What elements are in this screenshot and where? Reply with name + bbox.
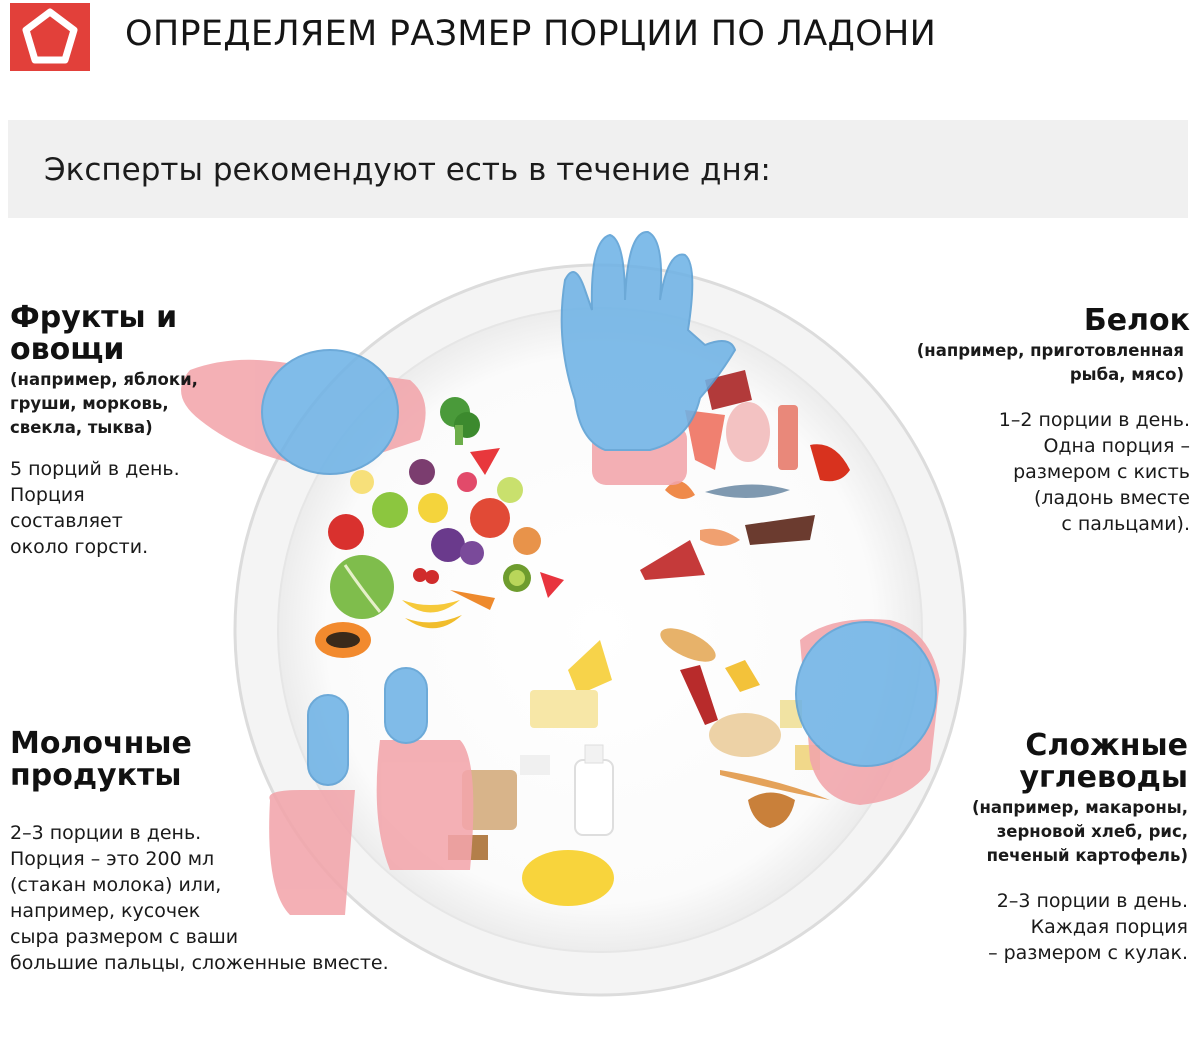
- section-dairy: Молочные продукты 2–3 порции в день. Пор…: [10, 728, 450, 976]
- salmon: [685, 410, 725, 470]
- fist-icon: [795, 619, 940, 805]
- meat: [640, 540, 705, 580]
- watermelon: [470, 448, 500, 475]
- chicken: [726, 402, 770, 462]
- baguette: [720, 770, 830, 800]
- bacon: [778, 405, 798, 470]
- banner-text: Эксперты рекомендуют есть в течение дня:: [44, 152, 771, 188]
- carbs-title: Сложные углеводы: [1019, 728, 1188, 795]
- tomato: [328, 514, 364, 550]
- strawberry: [540, 572, 564, 598]
- bread: [709, 713, 781, 757]
- fruits-text: 5 порций в день. Порция составляет около…: [10, 458, 180, 558]
- carbs-text: 2–3 порции в день. Каждая порция – разме…: [988, 890, 1188, 964]
- protein-text: 1–2 порции в день. Одна порция – размеро…: [998, 409, 1190, 535]
- section-carbs: Сложные углеводы (например, макароны, зе…: [900, 730, 1188, 966]
- cheese-wedge: [568, 640, 612, 695]
- yogurt: [520, 755, 550, 775]
- eggs-box: [462, 770, 517, 830]
- pear: [350, 470, 374, 494]
- dairy-text: 2–3 порции в день. Порция – это 200 мл (…: [10, 822, 389, 974]
- shrimp: [665, 481, 695, 499]
- dairy-title: Молочные продукты: [10, 726, 192, 793]
- carbs-examples: (например, макароны, зерновой хлеб, рис,…: [971, 798, 1188, 865]
- wine-bottle: [680, 665, 718, 725]
- banner: Эксперты рекомендуют есть в течение дня:: [8, 120, 1188, 218]
- thumbs-icon: [269, 667, 474, 915]
- lobster: [810, 444, 850, 482]
- fish: [705, 484, 790, 499]
- protein-group: [640, 370, 850, 580]
- fruits-vegetables-group: [315, 397, 564, 658]
- steak: [705, 370, 752, 410]
- fruits-title: Фрукты и овощи: [10, 300, 178, 367]
- bread-stick: [660, 628, 716, 662]
- cheese-round: [522, 850, 614, 906]
- apple-red: [470, 498, 510, 538]
- page-title: ОПРЕДЕЛЯЕМ РАЗМЕР ПОРЦИИ ПО ЛАДОНИ: [125, 14, 937, 54]
- lemon: [418, 493, 448, 523]
- milk-bottle: [574, 759, 614, 836]
- section-protein: Белок (например, приготовленная рыба, мя…: [860, 305, 1190, 537]
- apricot: [513, 527, 541, 555]
- section-fruits: Фрукты и овощи (например, яблоки, груши,…: [10, 302, 300, 560]
- croissant: [748, 792, 795, 828]
- logo: [10, 3, 90, 71]
- apple-green: [372, 492, 408, 528]
- hand-open-icon: [560, 230, 737, 485]
- lime: [497, 477, 523, 503]
- plum: [409, 459, 435, 485]
- butter: [530, 690, 598, 728]
- carrot: [450, 590, 495, 610]
- fruits-examples: (например, яблоки, груши, морковь, свекл…: [10, 370, 198, 437]
- logo-pentagon-icon: [22, 8, 78, 64]
- sausage: [745, 515, 815, 545]
- grapes: [431, 528, 465, 562]
- cherry: [413, 568, 427, 582]
- dairy-group: [448, 640, 614, 906]
- protein-title: Белок: [1083, 303, 1190, 338]
- protein-examples: (например, приготовленная рыба, мясо): [916, 341, 1184, 384]
- banana: [402, 600, 460, 613]
- pasta: [725, 660, 760, 692]
- cupped-hand-icon: [181, 349, 426, 475]
- carbs-group: [660, 628, 830, 828]
